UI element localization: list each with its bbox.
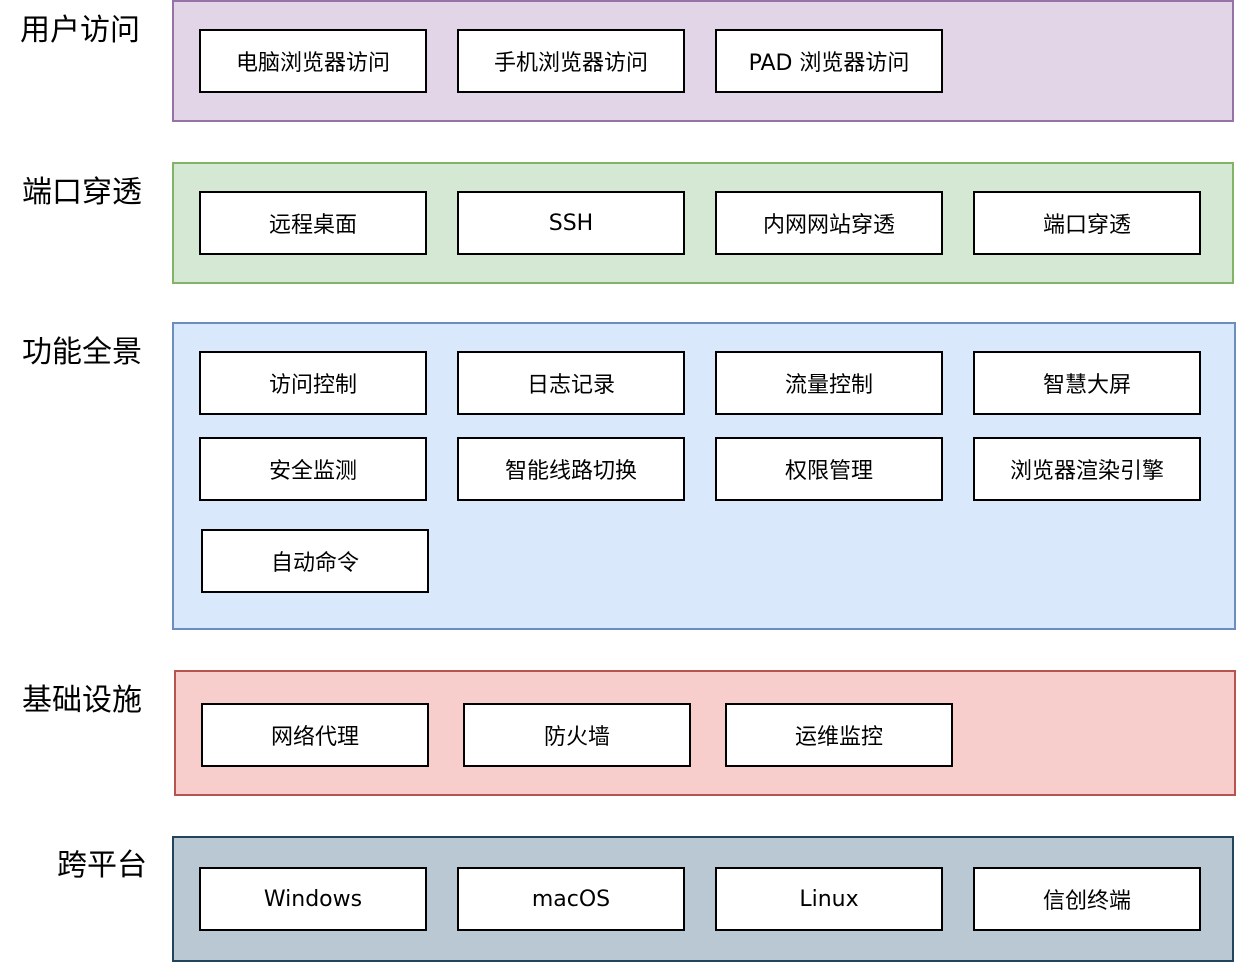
layer-panel-port-tunneling: 远程桌面 SSH 内网网站穿透 端口穿透 xyxy=(172,162,1234,284)
layer-title-infrastructure: 基础设施 xyxy=(22,683,142,718)
item-windows[interactable]: Windows xyxy=(199,867,427,931)
layer-panel-infrastructure: 网络代理 防火墙 运维监控 xyxy=(174,670,1236,796)
item-browser-rendering-engine[interactable]: 浏览器渲染引擎 xyxy=(973,437,1201,501)
item-remote-desktop[interactable]: 远程桌面 xyxy=(199,191,427,255)
item-pad-browser-access[interactable]: PAD 浏览器访问 xyxy=(715,29,943,93)
layer-title-features: 功能全景 xyxy=(22,335,142,370)
item-port-tunneling[interactable]: 端口穿透 xyxy=(973,191,1201,255)
layer-title-cross-platform: 跨平台 xyxy=(57,848,147,883)
item-logging[interactable]: 日志记录 xyxy=(457,351,685,415)
item-security-monitoring[interactable]: 安全监测 xyxy=(199,437,427,501)
layer-title-port-tunneling: 端口穿透 xyxy=(22,175,142,210)
layer-panel-user-access: 电脑浏览器访问 手机浏览器访问 PAD 浏览器访问 xyxy=(172,0,1234,122)
layer-title-user-access: 用户访问 xyxy=(20,13,140,48)
item-intranet-site-tunneling[interactable]: 内网网站穿透 xyxy=(715,191,943,255)
item-smart-route-switching[interactable]: 智能线路切换 xyxy=(457,437,685,501)
item-linux[interactable]: Linux xyxy=(715,867,943,931)
item-macos[interactable]: macOS xyxy=(457,867,685,931)
layer-panel-cross-platform: Windows macOS Linux 信创终端 xyxy=(172,836,1234,962)
item-permission-management[interactable]: 权限管理 xyxy=(715,437,943,501)
item-ssh[interactable]: SSH xyxy=(457,191,685,255)
item-pc-browser-access[interactable]: 电脑浏览器访问 xyxy=(199,29,427,93)
item-traffic-control[interactable]: 流量控制 xyxy=(715,351,943,415)
item-network-proxy[interactable]: 网络代理 xyxy=(201,703,429,767)
layer-panel-features: 访问控制 日志记录 流量控制 智慧大屏 安全监测 智能线路切换 权限管理 浏览器… xyxy=(172,322,1236,630)
item-smart-dashboard[interactable]: 智慧大屏 xyxy=(973,351,1201,415)
item-access-control[interactable]: 访问控制 xyxy=(199,351,427,415)
item-firewall[interactable]: 防火墙 xyxy=(463,703,691,767)
item-xinchuang-terminal[interactable]: 信创终端 xyxy=(973,867,1201,931)
item-ops-monitoring[interactable]: 运维监控 xyxy=(725,703,953,767)
item-mobile-browser-access[interactable]: 手机浏览器访问 xyxy=(457,29,685,93)
item-auto-command[interactable]: 自动命令 xyxy=(201,529,429,593)
